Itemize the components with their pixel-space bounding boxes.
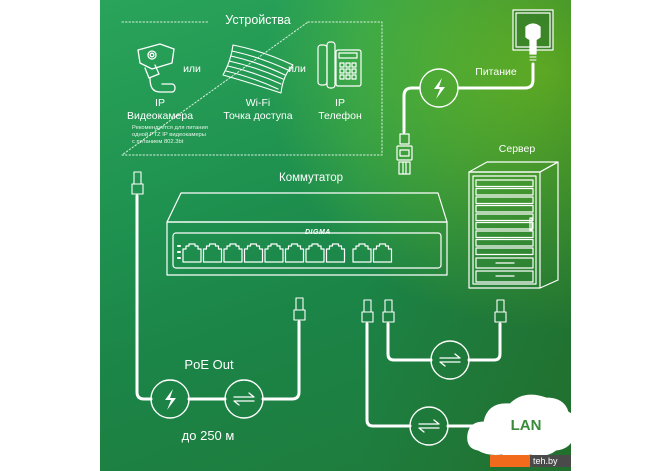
- poe-lightning-circle: [150, 379, 190, 419]
- rack-unit: [475, 179, 534, 188]
- watermark-accent: [490, 455, 530, 467]
- device-camera-line1: IP: [155, 97, 165, 109]
- rack-unit: [475, 187, 534, 196]
- poe-port: [264, 243, 284, 263]
- device-phone-line2: Телефон: [318, 110, 362, 122]
- switch-brand: DIGMA: [305, 229, 331, 236]
- lan-label: LAN: [510, 417, 542, 434]
- server-label: Сервер: [498, 143, 536, 155]
- poe-port: [243, 243, 264, 263]
- ip-camera-icon: [137, 43, 176, 93]
- wifi-access-point-icon: [222, 44, 294, 94]
- switch-ports: [182, 243, 393, 263]
- poe-cable: [135, 194, 301, 401]
- poe-port: [223, 243, 243, 263]
- rack-unit: [475, 196, 534, 205]
- rj45-plug-icon-server: [494, 299, 507, 323]
- devices-title: Устройства: [225, 13, 291, 27]
- rj45-plug-icon-left-top: [131, 171, 144, 195]
- device-wifi-line1: Wi-Fi: [245, 97, 271, 109]
- camera-note-1: Рекомендуется для питания: [132, 125, 208, 131]
- poe-distance-label: до 250 м: [181, 428, 235, 443]
- lightning-icon: [434, 78, 445, 99]
- watermark-text: teh.by: [530, 455, 571, 467]
- poe-port: [305, 243, 325, 263]
- uplink-port: [352, 243, 372, 263]
- device-wifi-line2: Точка доступа: [223, 110, 293, 122]
- server-data-arrows-icon: [439, 353, 461, 367]
- separator-or-1: или: [183, 63, 201, 75]
- rack-unit: [475, 213, 534, 222]
- power-label: Питание: [475, 66, 517, 78]
- rack-unit: [475, 238, 534, 247]
- poe-port: [284, 243, 305, 263]
- server-data-circle: [430, 340, 470, 380]
- switch-label: Коммутатор: [279, 172, 343, 184]
- iec-connector-icon: [396, 133, 413, 175]
- power-plug-icon: [525, 23, 541, 61]
- poe-port: [182, 243, 202, 263]
- lan-data-arrows-icon: [418, 419, 440, 433]
- poe-port: [325, 243, 346, 263]
- power-lightning-circle: [419, 68, 459, 108]
- camera-note-3: с питанием 802.3bt: [132, 139, 184, 145]
- devices-box: [121, 21, 383, 156]
- ip-phone-icon: [317, 41, 362, 89]
- poe-out-label: PoE Out: [184, 357, 234, 372]
- rj45-plug-icon-uplink-2: [382, 299, 395, 323]
- device-camera-line2: Видеокамера: [126, 110, 194, 122]
- poe-data-circle: [224, 379, 264, 419]
- camera-note-2: одной PTZ IP видеокамеры: [132, 132, 206, 138]
- poe-port: [202, 243, 223, 263]
- poe-lightning-icon: [165, 389, 176, 410]
- rack-unit: [475, 221, 534, 230]
- server-cable: [386, 322, 502, 362]
- lan-data-circle: [409, 406, 449, 446]
- uplink-port: [372, 243, 393, 263]
- rj45-plug-icon-uplink-1: [361, 299, 374, 323]
- power-cable: [402, 62, 535, 134]
- rack-unit: [475, 230, 534, 239]
- server-rack-icon: [468, 161, 559, 289]
- network-switch: [166, 192, 448, 276]
- poe-data-arrows-icon: [233, 392, 255, 406]
- rack-unit: [475, 247, 534, 256]
- rj45-plug-icon-poe-out: [293, 297, 306, 321]
- separator-or-2: или: [288, 63, 306, 75]
- rack-unit: [475, 204, 534, 213]
- device-phone-line1: IP: [335, 97, 345, 109]
